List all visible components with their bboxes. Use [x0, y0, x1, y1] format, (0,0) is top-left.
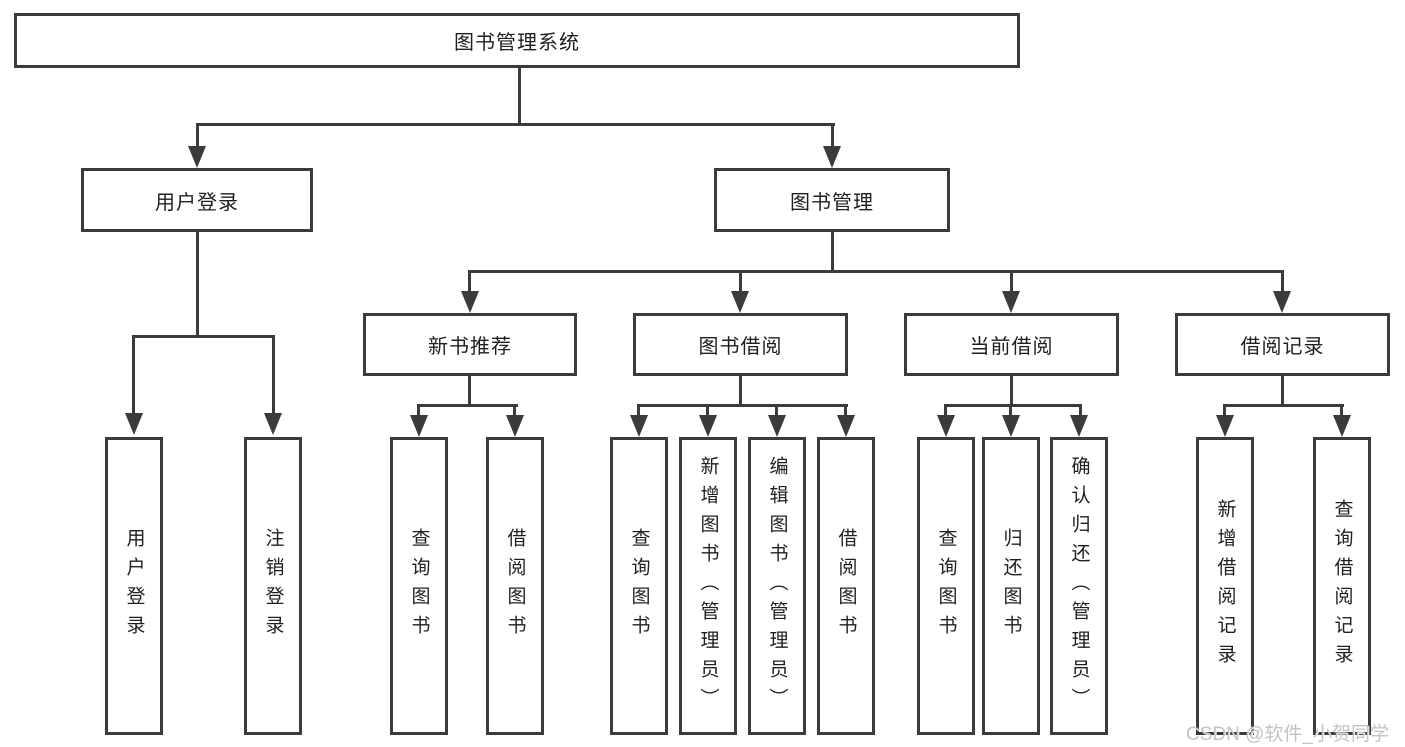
node-current-borrow: 当前借阅 — [904, 313, 1119, 376]
arrow-down-icon — [1070, 415, 1088, 437]
node-library-system: 图书管理系统 — [14, 13, 1020, 68]
arrow-down-icon — [768, 415, 786, 437]
leaf-query-books-borrow: 查询图书 — [610, 437, 668, 735]
leaf-label: 新增借阅记录 — [1214, 499, 1236, 673]
leaf-label: 查询图书 — [935, 528, 957, 644]
arrow-down-icon — [837, 415, 855, 437]
connector-vline — [1340, 404, 1343, 417]
leaf-label: 确认归还（管理员） — [1068, 455, 1090, 717]
arrow-down-icon — [410, 415, 428, 437]
leaf-label: 查询图书 — [628, 528, 650, 644]
node-borrow-records: 借阅记录 — [1175, 313, 1390, 376]
connector-vline — [1223, 404, 1226, 417]
leaf-logout: 注销登录 — [244, 437, 302, 735]
connector-vline — [196, 123, 199, 149]
connector-hline — [944, 404, 1082, 407]
arrow-down-icon — [506, 415, 524, 437]
leaf-label: 用户登录 — [123, 528, 145, 644]
leaf-user-login: 用户登录 — [105, 437, 163, 735]
connector-vline — [637, 404, 640, 417]
leaf-borrow-books: 借阅图书 — [817, 437, 875, 735]
arrow-down-icon — [937, 415, 955, 437]
leaf-borrow-books-recommend: 借阅图书 — [486, 437, 544, 735]
connector-vline — [1010, 270, 1013, 292]
csdn-watermark: CSDN @软件_小贺同学 — [1186, 724, 1389, 745]
leaf-query-books-current: 查询图书 — [917, 437, 975, 735]
node-user-login: 用户登录 — [81, 168, 313, 232]
node-new-book-recommend: 新书推荐 — [363, 313, 577, 376]
arrow-down-icon — [630, 415, 648, 437]
leaf-query-borrow-record: 查询借阅记录 — [1313, 437, 1371, 735]
arrow-down-icon — [188, 146, 206, 168]
arrow-down-icon — [731, 291, 749, 313]
connector-vline — [739, 376, 742, 407]
leaf-label: 新增图书（管理员） — [697, 455, 719, 717]
connector-vline — [831, 123, 834, 149]
connector-vline — [518, 68, 521, 126]
connector-vline — [417, 404, 420, 417]
connector-vline — [272, 335, 275, 415]
connector-vline — [132, 335, 135, 415]
connector-vline — [468, 376, 471, 407]
arrow-down-icon — [1216, 415, 1234, 437]
leaf-label: 归还图书 — [1000, 528, 1022, 644]
connector-hline — [637, 404, 848, 407]
connector-hline — [196, 123, 835, 126]
connector-vline — [1281, 270, 1284, 292]
leaf-label: 查询借阅记录 — [1331, 499, 1353, 673]
leaf-query-books-recommend: 查询图书 — [390, 437, 448, 735]
arrow-down-icon — [1002, 291, 1020, 313]
connector-hline — [132, 335, 275, 338]
node-book-borrow: 图书借阅 — [633, 313, 848, 376]
connector-vline — [468, 270, 471, 292]
leaf-label: 查询图书 — [408, 528, 430, 644]
leaf-label: 编辑图书（管理员） — [766, 455, 788, 717]
connector-hline — [468, 270, 1284, 273]
leaf-add-borrow-record: 新增借阅记录 — [1196, 437, 1254, 735]
leaf-label: 注销登录 — [262, 528, 284, 644]
arrow-down-icon — [1273, 291, 1291, 313]
node-book-management: 图书管理 — [714, 168, 950, 232]
connector-vline — [739, 270, 742, 292]
leaf-label: 借阅图书 — [835, 528, 857, 644]
connector-hline — [1223, 404, 1344, 407]
connector-hline — [417, 404, 518, 407]
connector-vline — [196, 232, 199, 338]
connector-vline — [1281, 376, 1284, 407]
leaf-return-book: 归还图书 — [982, 437, 1040, 735]
connector-vline — [513, 404, 516, 417]
leaf-confirm-return-admin: 确认归还（管理员） — [1050, 437, 1108, 735]
connector-vline — [1009, 404, 1012, 417]
connector-vline — [944, 404, 947, 417]
leaf-label: 借阅图书 — [504, 528, 526, 644]
arrow-down-icon — [823, 146, 841, 168]
arrow-down-icon — [461, 291, 479, 313]
connector-vline — [775, 404, 778, 417]
leaf-add-book-admin: 新增图书（管理员） — [679, 437, 737, 735]
arrow-down-icon — [1333, 415, 1351, 437]
arrow-down-icon — [264, 413, 282, 435]
arrow-down-icon — [1002, 415, 1020, 437]
connector-vline — [1010, 376, 1013, 407]
connector-vline — [831, 232, 834, 273]
arrow-down-icon — [125, 413, 143, 435]
connector-vline — [844, 404, 847, 417]
connector-vline — [706, 404, 709, 417]
leaf-edit-book-admin: 编辑图书（管理员） — [748, 437, 806, 735]
connector-vline — [1079, 404, 1082, 417]
arrow-down-icon — [699, 415, 717, 437]
